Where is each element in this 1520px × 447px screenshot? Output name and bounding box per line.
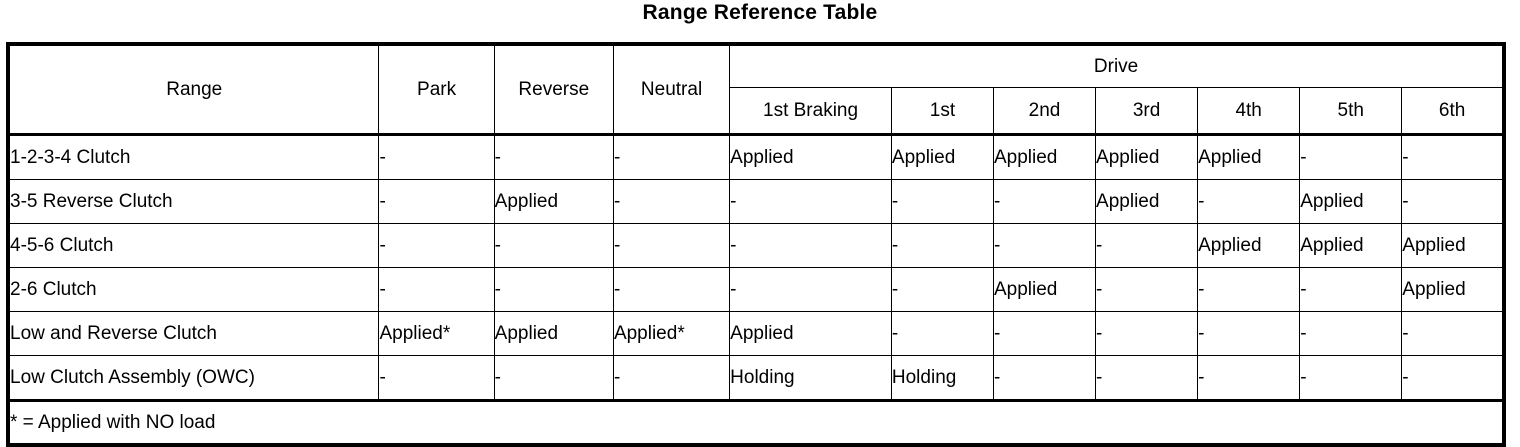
cell-3rd: Applied xyxy=(1095,134,1199,180)
cell-5th: - xyxy=(1299,267,1403,312)
cell-park: - xyxy=(378,223,495,268)
column-header-1st: 1st xyxy=(890,87,994,136)
cell-5th: - xyxy=(1299,134,1403,180)
cell-park: - xyxy=(378,179,495,224)
table-row: 3-5 Reverse Clutch - Applied - - - - App… xyxy=(7,179,1505,224)
cell-6th: - xyxy=(1401,179,1505,224)
cell-1st: - xyxy=(890,223,994,268)
column-header-range: Range xyxy=(7,43,380,136)
column-header-5th: 5th xyxy=(1299,87,1403,136)
cell-6th: - xyxy=(1401,355,1505,402)
cell-1st-braking: - xyxy=(729,267,892,312)
cell-park: - xyxy=(378,355,495,402)
table-row: Low and Reverse Clutch Applied* Applied … xyxy=(7,311,1505,356)
column-header-park: Park xyxy=(378,43,495,136)
cell-1st-braking: Applied xyxy=(729,311,892,356)
cell-1st: Holding xyxy=(890,355,994,402)
table-body: 1-2-3-4 Clutch - - - Applied Applied App… xyxy=(7,134,1505,446)
table-row: 4-5-6 Clutch - - - - - - - Applied Appli… xyxy=(7,223,1505,268)
cell-reverse: - xyxy=(493,223,614,268)
cell-2nd: - xyxy=(992,179,1097,224)
cell-1st-braking: Holding xyxy=(729,355,892,402)
footnote-text: * = Applied with NO load xyxy=(7,399,1505,446)
column-header-1st-braking: 1st Braking xyxy=(729,87,892,136)
cell-2nd: Applied xyxy=(992,267,1097,312)
cell-1st: - xyxy=(890,311,994,356)
cell-reverse: - xyxy=(493,355,614,402)
cell-reverse: - xyxy=(493,134,614,180)
cell-3rd: - xyxy=(1095,223,1199,268)
cell-4th: - xyxy=(1197,179,1301,224)
page-title: Range Reference Table xyxy=(642,1,878,24)
cell-1st: Applied xyxy=(890,134,994,180)
cell-1st: - xyxy=(890,179,994,224)
cell-neutral: - xyxy=(612,223,731,268)
cell-3rd: - xyxy=(1095,355,1199,402)
cell-1st-braking: - xyxy=(729,223,892,268)
cell-3rd: Applied xyxy=(1095,179,1199,224)
row-label: 2-6 Clutch xyxy=(7,267,380,312)
table-header: Range Park Reverse Neutral Drive 1st Bra… xyxy=(7,43,1505,136)
range-reference-table-container: Range Park Reverse Neutral Drive 1st Bra… xyxy=(6,42,1506,447)
cell-6th: Applied xyxy=(1401,267,1505,312)
cell-2nd: - xyxy=(992,355,1097,402)
cell-neutral: Applied* xyxy=(612,311,731,356)
cell-2nd: - xyxy=(992,223,1097,268)
cell-2nd: - xyxy=(992,311,1097,356)
column-header-6th: 6th xyxy=(1401,87,1505,136)
row-label: 3-5 Reverse Clutch xyxy=(7,179,380,224)
cell-1st-braking: Applied xyxy=(729,134,892,180)
cell-6th: - xyxy=(1401,311,1505,356)
column-header-4th: 4th xyxy=(1197,87,1301,136)
column-header-reverse: Reverse xyxy=(493,43,614,136)
page-root: Range Reference Table Range Park Reverse… xyxy=(6,1,1506,447)
cell-4th: - xyxy=(1197,311,1301,356)
column-header-neutral: Neutral xyxy=(612,43,731,136)
table-row: 1-2-3-4 Clutch - - - Applied Applied App… xyxy=(7,134,1505,180)
cell-5th: - xyxy=(1299,355,1403,402)
cell-4th: - xyxy=(1197,267,1301,312)
cell-neutral: - xyxy=(612,179,731,224)
cell-1st-braking: - xyxy=(729,179,892,224)
cell-3rd: - xyxy=(1095,267,1199,312)
header-row-group: Range Park Reverse Neutral Drive xyxy=(7,43,1505,136)
cell-6th: - xyxy=(1401,134,1505,180)
cell-reverse: Applied xyxy=(493,311,614,356)
cell-3rd: - xyxy=(1095,311,1199,356)
cell-park: - xyxy=(378,267,495,312)
cell-6th: Applied xyxy=(1401,223,1505,268)
row-label: Low Clutch Assembly (OWC) xyxy=(7,355,380,402)
cell-reverse: - xyxy=(493,267,614,312)
footnote-row: * = Applied with NO load xyxy=(7,399,1505,446)
cell-4th: - xyxy=(1197,355,1301,402)
header-row-subcolumns: 1st Braking 1st 2nd 3rd 4th 5th 6th xyxy=(8,87,1505,136)
cell-5th: Applied xyxy=(1299,179,1403,224)
cell-2nd: Applied xyxy=(992,134,1097,180)
cell-park: - xyxy=(378,134,495,180)
row-label: Low and Reverse Clutch xyxy=(7,311,380,356)
table-row: 2-6 Clutch - - - - - Applied - - - Appli… xyxy=(7,267,1505,312)
column-header-3rd: 3rd xyxy=(1095,87,1199,136)
cell-5th: Applied xyxy=(1299,223,1403,268)
cell-1st: - xyxy=(890,267,994,312)
cell-4th: Applied xyxy=(1197,134,1301,180)
column-header-2nd: 2nd xyxy=(992,87,1097,136)
table-row: Low Clutch Assembly (OWC) - - - Holding … xyxy=(7,355,1505,402)
cell-neutral: - xyxy=(612,355,731,402)
cell-4th: Applied xyxy=(1197,223,1301,268)
row-label: 4-5-6 Clutch xyxy=(7,223,380,268)
cell-5th: - xyxy=(1299,311,1403,356)
column-group-header-drive: Drive xyxy=(729,43,1505,88)
range-reference-table: Range Park Reverse Neutral Drive 1st Bra… xyxy=(6,42,1506,447)
cell-neutral: - xyxy=(612,267,731,312)
cell-reverse: Applied xyxy=(493,179,614,224)
cell-neutral: - xyxy=(612,134,731,180)
row-label: 1-2-3-4 Clutch xyxy=(7,134,380,180)
cell-park: Applied* xyxy=(378,311,495,356)
